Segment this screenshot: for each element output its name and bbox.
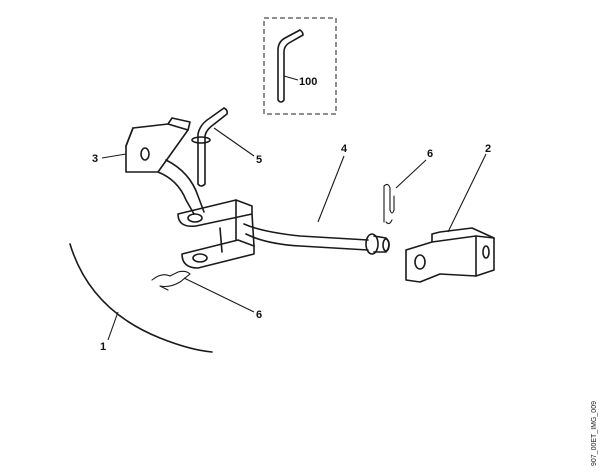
part-4-rod-assembly: 4 [157,143,390,269]
inset-detail-box: 100 [263,17,337,115]
callout-100: 100 [299,76,317,88]
reference-code: 907_00ET_IMG_009 [591,401,598,466]
callout-6-bottom: 6 [256,309,262,321]
callout-6-top: 6 [427,148,433,160]
part-2-angle-bracket: 2 [405,143,495,283]
part-6-clip-right: 6 [383,148,433,225]
part-3-bracket: 3 [92,117,191,173]
callout-1: 1 [100,341,106,353]
part-1-arc: 1 [69,243,213,353]
bent-pin-100 [277,29,304,103]
callout-4: 4 [341,143,348,155]
callout-2: 2 [485,143,491,155]
callout-3: 3 [92,153,98,165]
part-6-clip-lower: 6 [151,270,262,321]
callout-5: 5 [256,154,262,166]
part-5-pin: 5 [191,107,262,187]
